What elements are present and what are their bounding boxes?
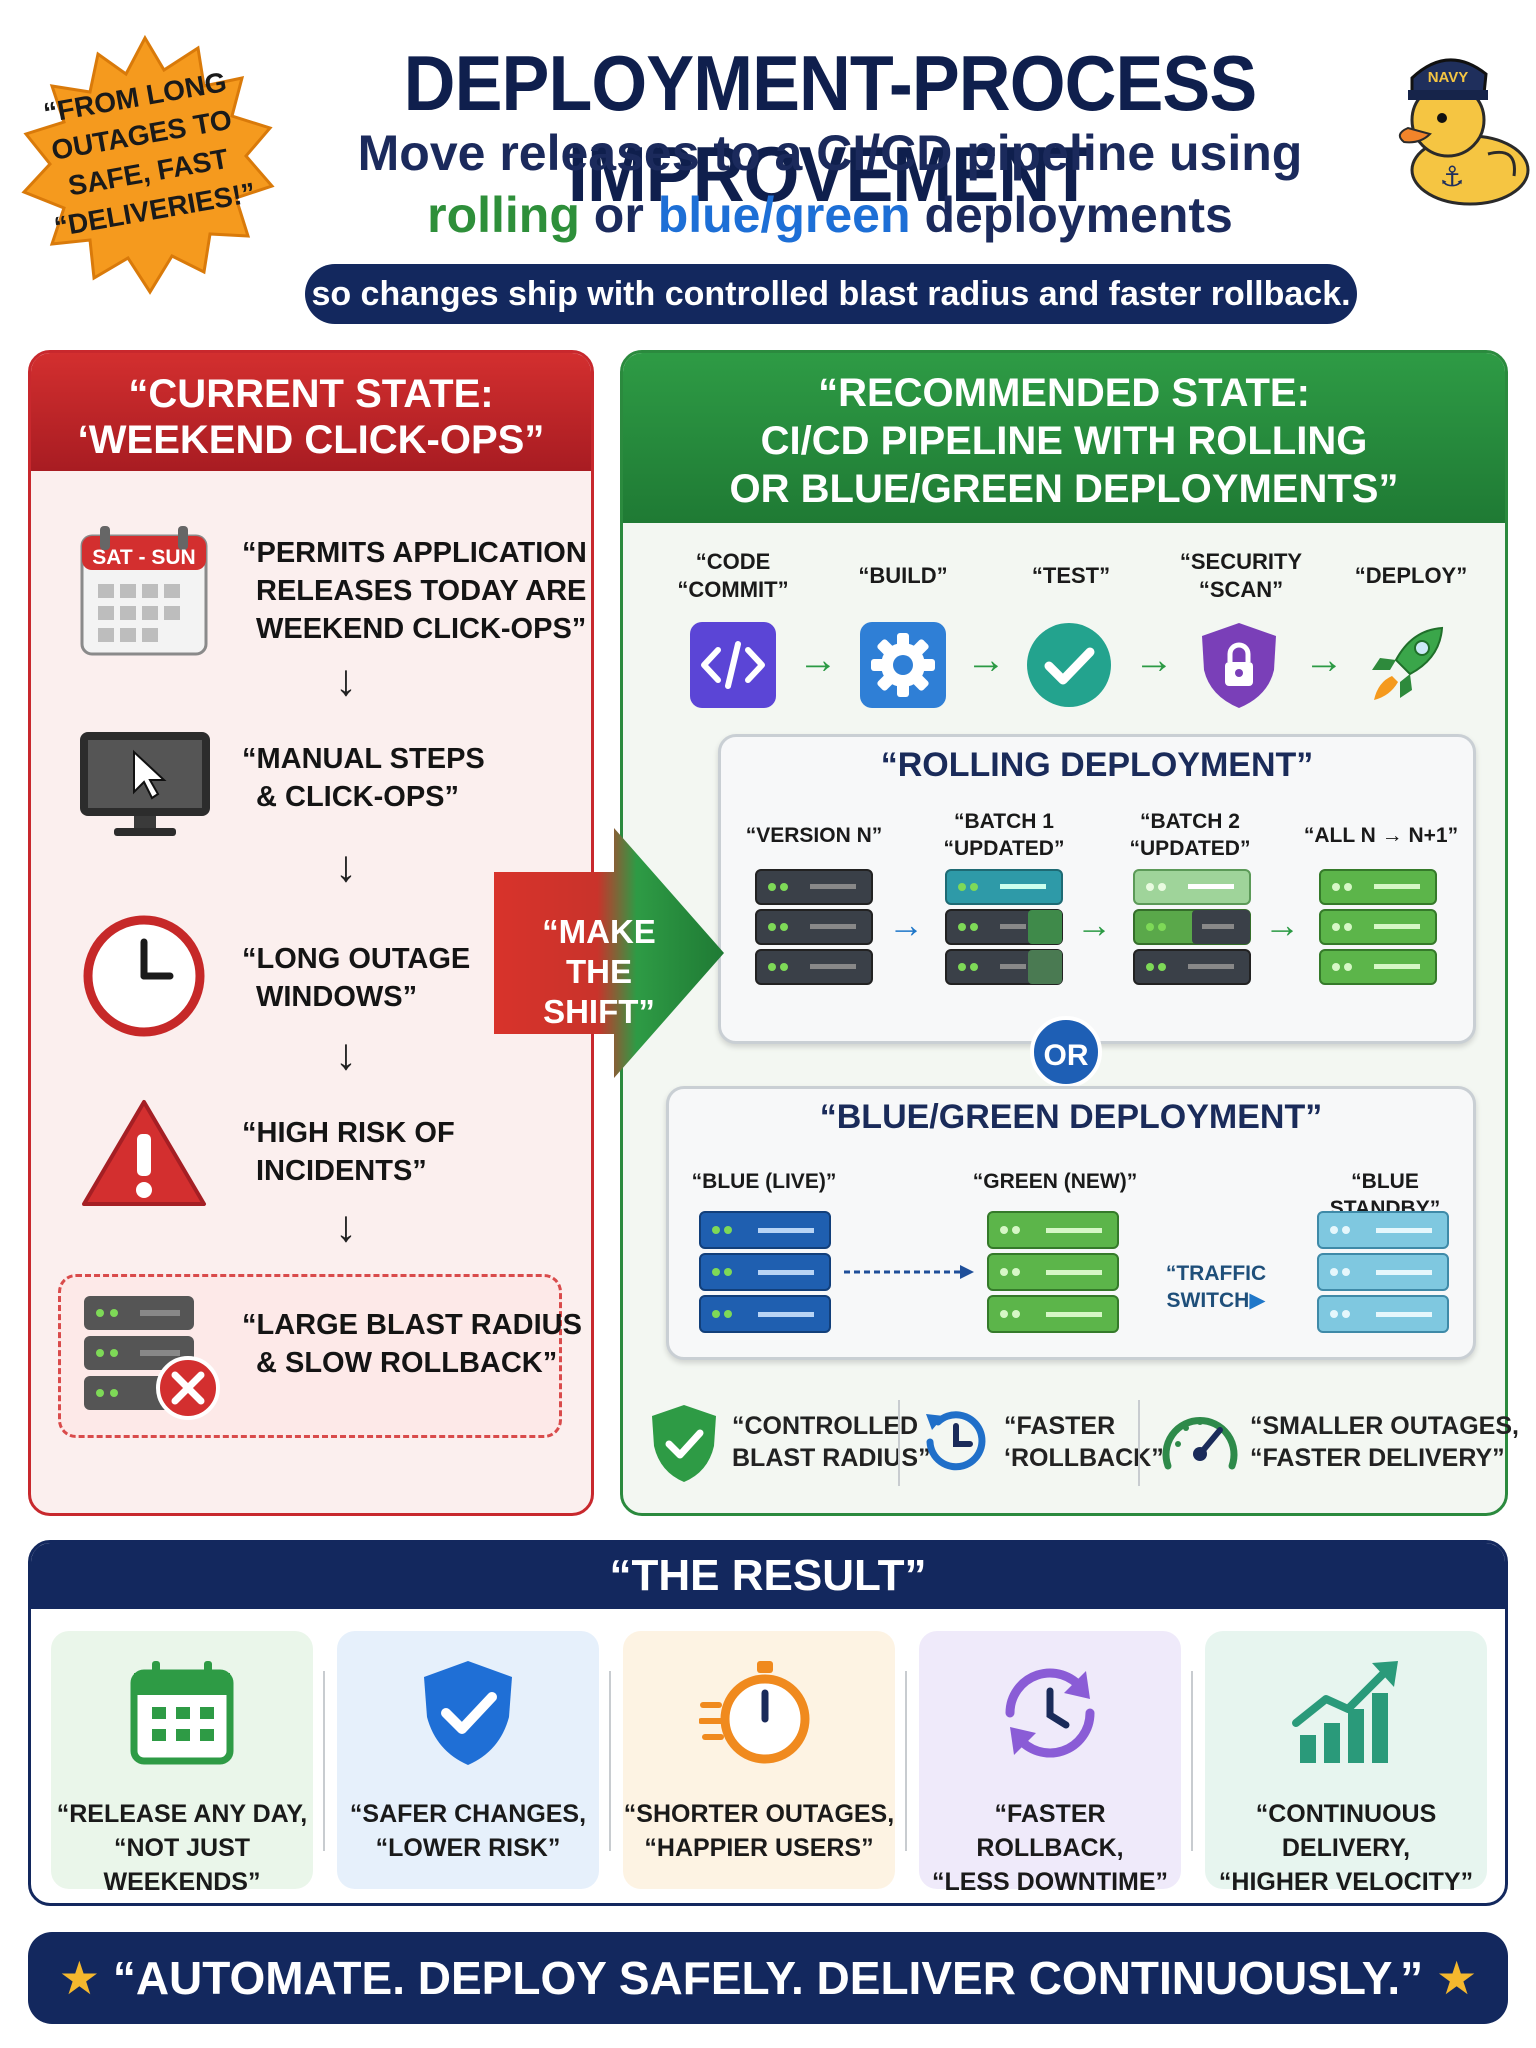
server-error-icon bbox=[84, 1296, 220, 1420]
pipeline-label-test: “TEST” bbox=[1031, 563, 1111, 588]
green-new-label: “GREEN (NEW)” bbox=[972, 1170, 1138, 1193]
pipeline-arrow-icon: → bbox=[1134, 638, 1174, 682]
rolling-stage-label: “BATCH 1“UPDATED” bbox=[943, 810, 1065, 860]
calendar-icon: SAT - SUN bbox=[80, 526, 208, 656]
tagline-pill: so changes ship with controlled blast ra… bbox=[305, 264, 1357, 324]
current-state-header: “CURRENT STATE: ‘WEEKEND CLICK-OPS” bbox=[31, 353, 591, 471]
footer-banner: ★ “AUTOMATE. DEPLOY SAFELY. DELIVER CONT… bbox=[28, 1932, 1508, 2024]
divider bbox=[323, 1671, 325, 1851]
divider bbox=[1138, 1400, 1140, 1486]
duck-cap-text: NAVY bbox=[1428, 69, 1469, 86]
result-title: “THE RESULT” bbox=[31, 1543, 1505, 1609]
divider bbox=[898, 1400, 900, 1486]
rolling-stage-label: “BATCH 2“UPDATED” bbox=[1129, 810, 1251, 860]
pipeline-arrow-icon: → bbox=[798, 638, 838, 682]
check-icon bbox=[1027, 623, 1111, 707]
code-icon bbox=[690, 622, 776, 708]
result-panel: “THE RESULT” “RELEASE ANY DAY,“NOT JUST … bbox=[28, 1540, 1508, 1906]
current-step-3: “LONG OUTAGE WINDOWS” bbox=[242, 943, 471, 1013]
rollback-clock-icon bbox=[926, 1411, 986, 1471]
server-stack-batch1-icon bbox=[945, 869, 1063, 985]
blue-live-label: “BLUE (LIVE)” bbox=[691, 1170, 837, 1193]
current-step-4: “HIGH RISK OF INCIDENTS” bbox=[242, 1117, 455, 1187]
gear-icon bbox=[860, 622, 946, 708]
rolling-deployment-title: “ROLLING DEPLOYMENT” bbox=[880, 746, 1314, 784]
blue-green-deployment-title: “BLUE/GREEN DEPLOYMENT” bbox=[819, 1098, 1323, 1136]
recommended-state-header: “RECOMMENDED STATE: CI/CD PIPELINE WITH … bbox=[623, 353, 1505, 523]
current-step-2: “MANUAL STEPS & CLICK-OPS” bbox=[242, 743, 485, 813]
result-card-release-any-day: “RELEASE ANY DAY,“NOT JUST WEEKENDS” bbox=[51, 1631, 313, 1896]
benefit-smaller-outages: “SMALLER OUTAGES,“FASTER DELIVERY” bbox=[1250, 1412, 1519, 1472]
pipeline-arrow-icon: → bbox=[966, 638, 1006, 682]
or-badge: OR bbox=[1030, 1016, 1102, 1088]
current-step-1: “PERMITS APPLICATION RELEASES TODAY ARE … bbox=[242, 537, 587, 645]
speedometer-icon bbox=[1162, 1417, 1238, 1470]
star-icon: ★ bbox=[1435, 1952, 1478, 2004]
down-arrow-icon: ↓ bbox=[335, 842, 357, 891]
shield-check-icon bbox=[424, 1661, 512, 1765]
current-step-5: “LARGE BLAST RADIUS & SLOW ROLLBACK” bbox=[242, 1309, 582, 1379]
server-stack-green-icon bbox=[987, 1211, 1119, 1333]
divider bbox=[905, 1671, 907, 1851]
rolling-arrow-icon: → bbox=[1264, 904, 1300, 945]
rocket-icon bbox=[1372, 626, 1444, 700]
server-stack-blue-icon bbox=[699, 1211, 831, 1333]
rolling-stage-label: “ALL N → N+1” bbox=[1303, 824, 1459, 847]
pipeline-label-deploy: “DEPLOY” bbox=[1354, 563, 1468, 588]
traffic-switch-label: “TRAFFIC SWITCH▶ bbox=[1165, 1262, 1267, 1312]
page-subtitle: Move releases to a CI/CD pipeline using … bbox=[357, 125, 1303, 243]
svg-text:⚓: ⚓ bbox=[1439, 160, 1464, 193]
star-icon: ★ bbox=[58, 1952, 101, 2004]
divider bbox=[1191, 1671, 1193, 1851]
warning-icon bbox=[82, 1100, 206, 1206]
rollback-clock-icon bbox=[1005, 1668, 1095, 1758]
rolling-arrow-icon: → bbox=[1076, 904, 1112, 945]
result-card-faster-rollback: “FASTER ROLLBACK,“LESS DOWNTIME” bbox=[919, 1631, 1181, 1896]
server-stack-all-updated-icon bbox=[1319, 869, 1437, 985]
rubber-duck-mascot-icon: NAVY ⚓ bbox=[1398, 58, 1530, 206]
pipeline-arrow-icon: → bbox=[1304, 638, 1344, 682]
lock-shield-icon bbox=[1202, 623, 1276, 708]
rolling-stage-label: “VERSION N” bbox=[745, 824, 883, 847]
pipeline-label-security-scan: “SECURITY“SCAN” bbox=[1179, 549, 1303, 602]
down-arrow-icon: ↓ bbox=[335, 656, 357, 705]
pipeline-label-build: “BUILD” bbox=[858, 563, 948, 588]
page-title: DEPLOYMENT-PROCESS IMPROVEMENT bbox=[403, 39, 1258, 218]
starburst-badge bbox=[21, 34, 275, 295]
shield-check-icon bbox=[652, 1405, 716, 1482]
server-stack-standby-icon bbox=[1317, 1211, 1449, 1333]
growth-chart-icon bbox=[1292, 1661, 1398, 1763]
dashed-arrow-icon bbox=[844, 1265, 974, 1279]
rolling-arrow-icon: → bbox=[888, 904, 924, 945]
calendar-grid-icon bbox=[130, 1661, 234, 1765]
result-card-shorter-outages: “SHORTER OUTAGES,“HAPPIER USERS” bbox=[623, 1631, 895, 1889]
pipeline-label-code-commit: “CODE“COMMIT” bbox=[677, 549, 789, 602]
divider bbox=[609, 1671, 611, 1851]
stopwatch-icon bbox=[699, 1661, 810, 1764]
server-stack-batch2-icon bbox=[1133, 869, 1251, 985]
down-arrow-icon: ↓ bbox=[335, 1202, 357, 1251]
down-arrow-icon: ↓ bbox=[335, 1030, 357, 1079]
monitor-cursor-icon bbox=[80, 732, 210, 836]
clock-icon bbox=[83, 915, 205, 1037]
result-card-continuous-delivery: “CONTINUOUS DELIVERY,“HIGHER VELOCITY” bbox=[1205, 1631, 1487, 1896]
benefit-faster-rollback: “FASTER‘ROLLBACK” bbox=[1004, 1412, 1164, 1472]
calendar-label: SAT - SUN bbox=[92, 546, 195, 569]
make-the-shift-arrow bbox=[494, 828, 724, 1078]
server-stack-version-n-icon bbox=[755, 869, 873, 985]
footer-text: “AUTOMATE. DEPLOY SAFELY. DELIVER CONTIN… bbox=[112, 1952, 1424, 2004]
result-card-safer-changes: “SAFER CHANGES,“LOWER RISK” bbox=[337, 1631, 599, 1889]
make-the-shift-label: “MAKE THE SHIFT” bbox=[542, 913, 656, 1030]
